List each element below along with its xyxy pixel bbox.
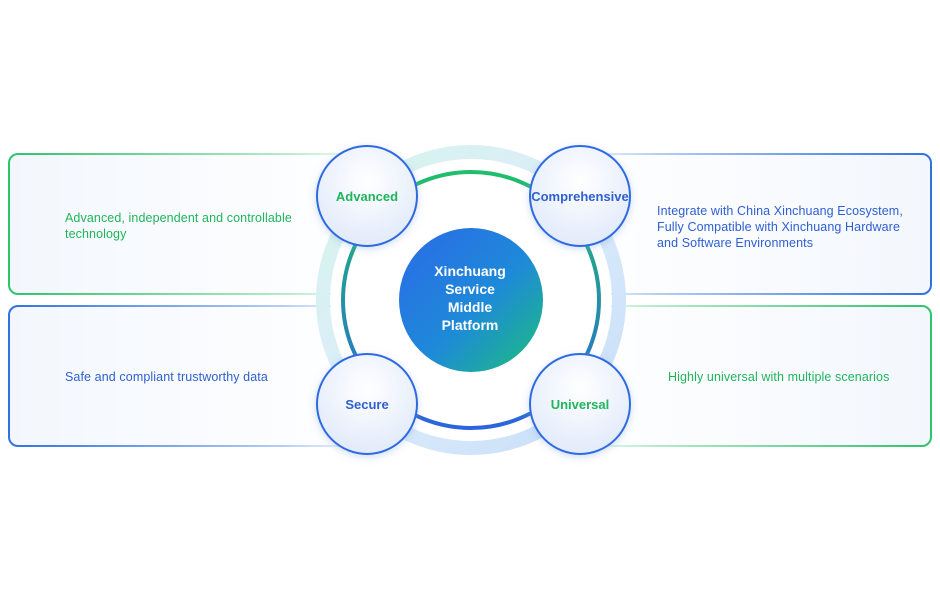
outer-ring [316, 145, 626, 455]
center-title-line2: Service [445, 281, 495, 297]
card-top-right-line1: Integrate with China Xinchuang Ecosystem… [657, 204, 903, 218]
card-top-left-line2: technology [65, 227, 127, 241]
card-top-left-text: Advanced, independent and controllable t… [65, 210, 335, 242]
card-bottom-right-text: Highly universal with multiple scenarios [668, 369, 928, 385]
inner-ring [341, 170, 601, 430]
node-universal-circle [529, 353, 631, 455]
card-top-right-text: Integrate with China Xinchuang Ecosystem… [657, 203, 927, 251]
card-top-left-line1: Advanced, independent and controllable [65, 211, 292, 225]
center-circle [399, 228, 543, 372]
card-bottom-left-line1: Safe and compliant trustworthy data [65, 370, 268, 384]
node-secure-circle [316, 353, 418, 455]
card-top-right-line2: Fully Compatible with Xinchuang Hardware [657, 220, 901, 234]
node-secure-label: Secure [345, 397, 389, 412]
node-advanced-circle [316, 145, 418, 247]
node-universal-label: Universal [550, 397, 610, 412]
center-title: Xinchuang Service Middle Platform [400, 262, 540, 334]
card-top-right-line3: and Software Environments [657, 236, 814, 250]
card-bottom-left-text: Safe and compliant trustworthy data [65, 369, 335, 385]
card-bottom-right-line1: Highly universal with multiple scenarios [668, 370, 890, 384]
center-title-line3: Middle [447, 299, 493, 315]
center-title-line4: Platform [441, 317, 499, 333]
node-comprehensive-label: Comprehensive [531, 189, 629, 204]
center-title-line1: Xinchuang [434, 263, 506, 279]
node-comprehensive-circle [529, 145, 631, 247]
node-advanced-label: Advanced [335, 189, 399, 204]
